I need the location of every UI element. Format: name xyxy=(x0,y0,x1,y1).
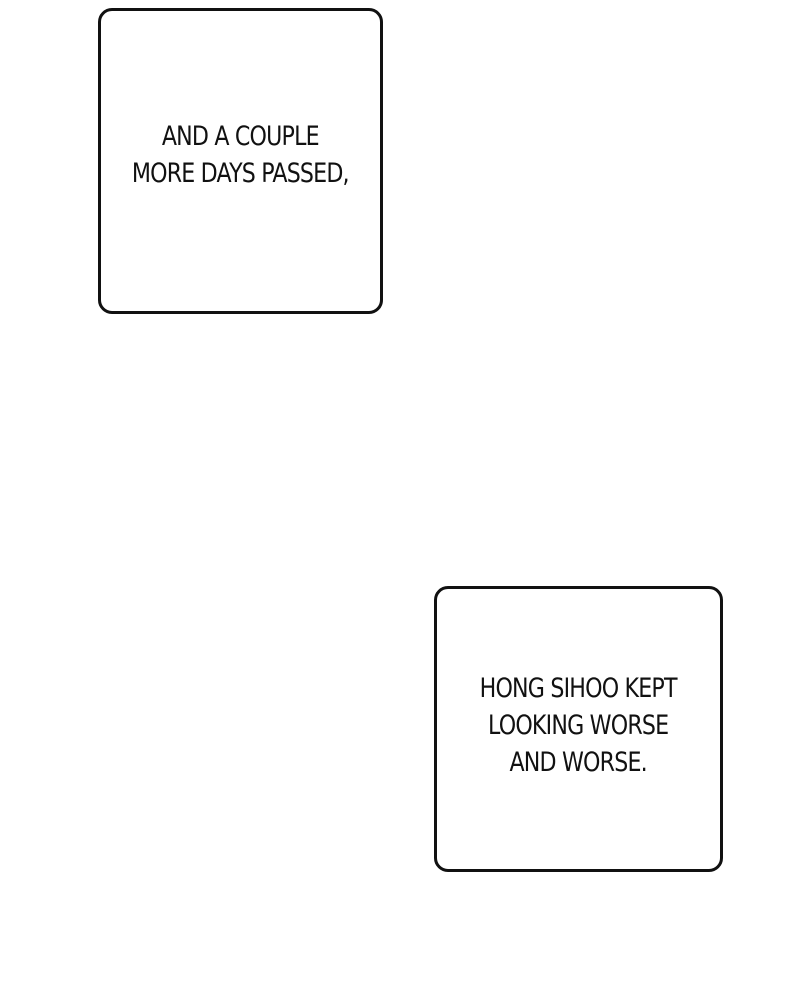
caption-text-1: AND A COUPLE MORE DAYS PASSED, xyxy=(132,118,350,192)
caption-panel-2: HONG SIHOO KEPT LOOKING WORSE AND WORSE. xyxy=(434,586,723,872)
caption-line: AND WORSE. xyxy=(509,746,648,778)
caption-panel-1: AND A COUPLE MORE DAYS PASSED, xyxy=(98,8,383,314)
caption-line: LOOKING WORSE xyxy=(488,709,669,741)
caption-line: HONG SIHOO KEPT xyxy=(479,672,678,704)
caption-text-2: HONG SIHOO KEPT LOOKING WORSE AND WORSE. xyxy=(479,670,678,781)
caption-line: AND A COUPLE xyxy=(162,121,320,152)
caption-line: MORE DAYS PASSED, xyxy=(132,158,350,189)
